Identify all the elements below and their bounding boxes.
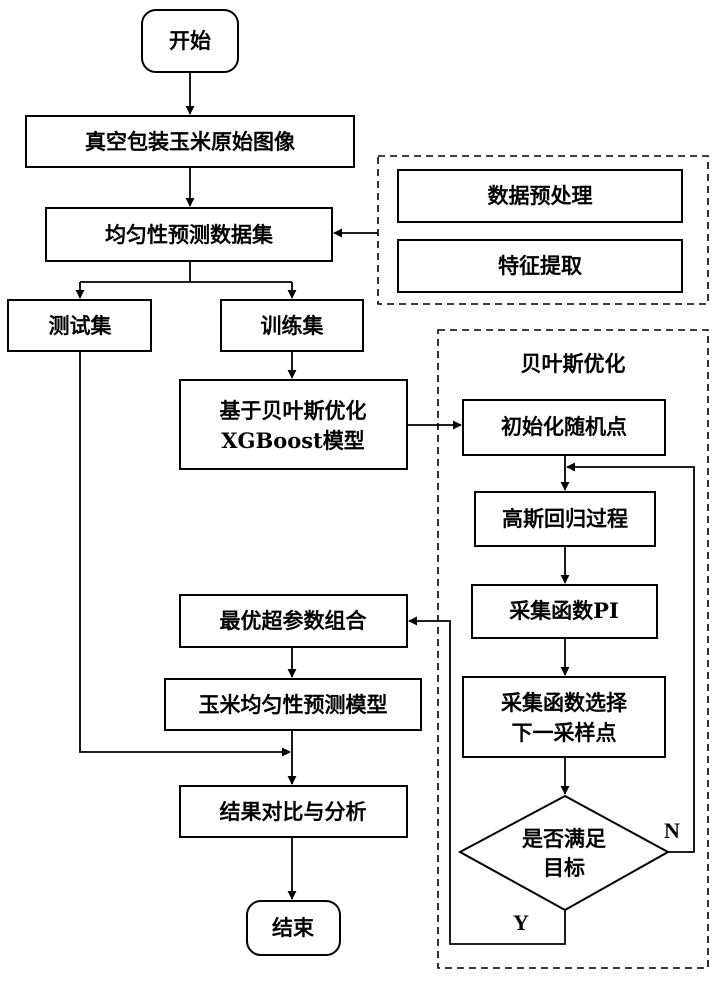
dataset-label: 均匀性预测数据集 — [105, 222, 274, 247]
preprocessing-group — [377, 155, 709, 305]
final-model-label: 玉米均匀性预测模型 — [199, 692, 388, 717]
train-set-label: 训练集 — [261, 313, 325, 338]
acquisition-select-node — [462, 676, 666, 758]
model-label-line2: XGBoost模型 — [221, 428, 365, 453]
init-points-node — [462, 399, 666, 456]
decision-label-line2: 目标 — [543, 855, 585, 880]
bayes-group-title: 贝叶斯优化 — [521, 351, 626, 376]
end-node — [246, 900, 341, 956]
train-set-node — [220, 299, 364, 352]
label-yes: Y — [513, 910, 529, 935]
test-set-label: 测试集 — [49, 313, 113, 338]
preprocess-node — [397, 169, 683, 223]
compare-analysis-label: 结果对比与分析 — [220, 799, 367, 824]
compare-analysis-node — [179, 785, 408, 838]
final-model-node — [164, 678, 422, 731]
raw-image-node — [25, 115, 355, 168]
test-set-node — [7, 299, 152, 352]
acquisition-pi-node — [471, 584, 658, 639]
preprocess-label: 数据预处理 — [488, 183, 593, 208]
acquisition-select-label-line2: 下一采样点 — [512, 720, 617, 745]
init-points-label: 初始化随机点 — [501, 414, 627, 439]
best-params-label: 最优超参数组合 — [220, 608, 368, 633]
decision-diamond — [457, 794, 671, 912]
bayes-xgboost-model-node — [179, 379, 408, 470]
gaussian-process-node — [474, 491, 656, 547]
gaussian-process-label: 高斯回归过程 — [502, 506, 628, 531]
best-params-node — [179, 594, 408, 648]
decision-label-line1: 是否满足 — [522, 826, 606, 851]
model-label-line1: 基于贝叶斯优化 — [220, 398, 367, 423]
acquisition-pi-label: 采集函数PI — [509, 598, 619, 623]
start-node — [141, 9, 239, 73]
label-no: N — [664, 818, 680, 843]
bayes-optimization-group — [437, 329, 709, 969]
split-line — [80, 261, 292, 283]
dataset-node — [45, 207, 333, 262]
end-label: 结束 — [272, 915, 315, 940]
feature-node — [397, 239, 683, 293]
arrow-yes-to-best-params — [408, 616, 566, 945]
arrow-test-to-compare — [79, 351, 291, 757]
start-label: 开始 — [169, 28, 211, 53]
loop-arrow-n — [566, 462, 695, 853]
acquisition-select-label-line1: 采集函数选择 — [501, 690, 628, 715]
feature-label: 特征提取 — [498, 253, 582, 278]
raw-image-label: 真空包装玉米原始图像 — [85, 129, 296, 154]
